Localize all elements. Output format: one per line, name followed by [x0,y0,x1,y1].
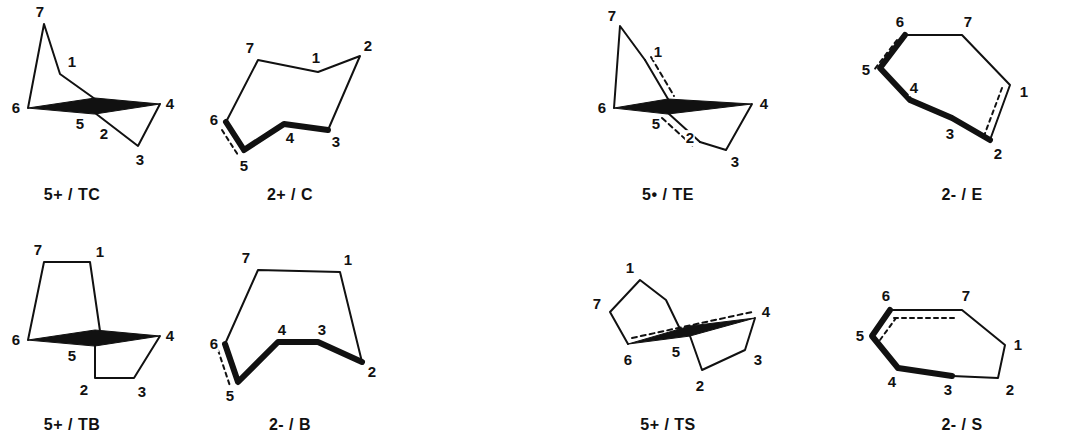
atom-number: 1 [1013,337,1023,353]
atom-number: 7 [245,40,255,56]
atom-number: 7 [33,242,43,258]
atom-number: 3 [317,322,327,338]
atom-number: 5 [67,348,77,364]
atom-number: 4 [909,80,919,96]
atom-number: 3 [137,384,147,400]
atom-number: 5 [861,62,871,78]
atom-number: 5 [225,388,235,404]
atom-number: 5 [671,344,681,360]
atom-number: 7 [35,4,45,20]
atom-number: 3 [730,154,740,170]
atom-number: 4 [277,322,287,338]
atom-number: 3 [945,126,955,142]
atom-number: 4 [759,96,769,112]
conformation-caption: 2- / S [940,417,983,434]
atom-number: 6 [11,100,21,116]
atom-number: 1 [625,260,635,276]
atom-number: 2 [363,38,373,54]
atom-number: 2 [695,378,705,394]
atom-number: 6 [209,112,219,128]
atom-number: 4 [887,374,897,390]
atom-number: 1 [653,44,663,60]
atom-number: 4 [165,328,175,344]
conformation-caption: 2+ / C [266,187,314,204]
atom-number: 7 [592,296,602,312]
atom-number: 7 [961,288,971,304]
atom-number: 1 [1019,84,1029,100]
conformation-caption: 5+ / TB [43,417,101,434]
atom-number: 1 [67,54,77,70]
atom-number: 5 [75,116,85,132]
atom-number: 2 [79,382,89,398]
atom-number: 1 [95,244,105,260]
atom-number: 2 [685,130,695,146]
atom-number: 2 [1005,382,1015,398]
conformation-caption: 5+ / TC [43,187,101,204]
atom-number: 3 [943,382,953,398]
atom-number: 7 [607,8,617,24]
atom-number: 6 [881,288,891,304]
atom-number: 3 [135,152,145,168]
atom-number: 1 [343,252,353,268]
atom-number: 2 [367,364,377,380]
atom-number: 5 [855,328,865,344]
atom-number: 7 [241,250,251,266]
atom-number: 6 [623,352,633,368]
atom-number: 4 [165,96,175,112]
conformation-caption: 2- / E [940,187,983,204]
atom-number: 4 [761,304,771,320]
atom-number: 3 [331,134,341,150]
atom-number: 6 [209,336,219,352]
atom-number: 6 [597,100,607,116]
atom-number: 5 [651,116,661,132]
atom-number: 1 [311,50,321,66]
atom-number: 3 [753,352,763,368]
atom-number: 6 [11,332,21,348]
atom-number: 2 [993,146,1003,162]
atom-number: 6 [895,14,905,30]
conformation-caption: 5+ / TS [639,417,697,434]
atom-number: 7 [963,14,973,30]
conformation-caption: 5• / TE [641,187,695,204]
atom-number: 4 [285,130,295,146]
atom-number: 5 [239,158,249,174]
conformation-caption: 2- / B [268,417,312,434]
atom-number: 2 [99,126,109,142]
